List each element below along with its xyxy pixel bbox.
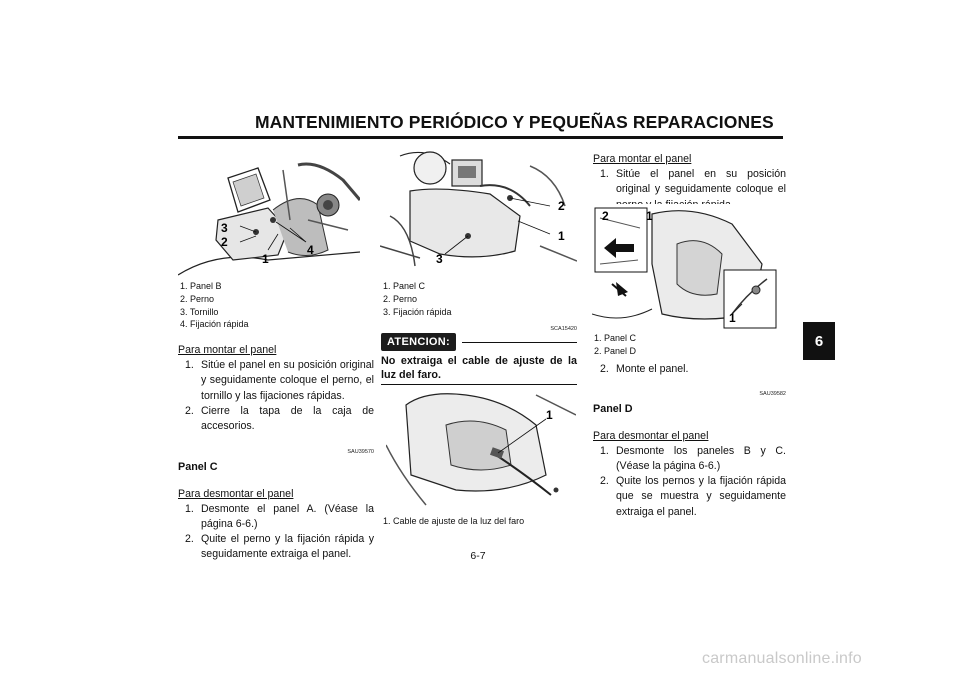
callout-1: 1	[262, 252, 269, 266]
caption: 2. Perno	[383, 293, 418, 304]
figure-headlight-cable: 1	[386, 385, 576, 513]
col1-text: Para montar el panel 1. Sitúe el panel e…	[178, 343, 374, 563]
callout-4: 4	[307, 243, 314, 257]
col2-captions: 1. Panel C 2. Perno 3. Fijación rápida	[383, 280, 563, 318]
caption: 1. Panel C	[594, 333, 637, 343]
list-item: 2. Monte el panel.	[600, 363, 689, 375]
remove-heading: Para desmontar el panel	[178, 487, 294, 500]
callout-3: 3	[221, 221, 228, 235]
figure-panel-b: 3 2 1 4	[178, 160, 360, 280]
caption: 3. Fijación rápida	[383, 306, 452, 317]
warning-label: ATENCION:	[381, 333, 456, 351]
list-item: 2. Cierre la tapa de la caja de accesori…	[185, 404, 374, 433]
col1-captions: 1. Panel B 2. Perno 3. Tornillo 4. Fijac…	[180, 280, 360, 331]
section-code: SCA15420	[550, 326, 577, 332]
title-rule	[178, 136, 783, 139]
list-item: 1. Sitúe el panel en su posición origina…	[185, 359, 374, 402]
section-code: SAU39582	[759, 391, 786, 398]
mount-heading: Para montar el panel	[178, 344, 277, 356]
page-number: 6-7	[470, 550, 486, 562]
col2-caption-2: 1. Cable de ajuste de la luz del faro	[383, 516, 525, 526]
callout-2: 2	[221, 235, 228, 249]
section-title-panel-c: Panel C	[178, 461, 218, 474]
callout-3: 3	[436, 252, 443, 266]
chapter-tab[interactable]: 6	[803, 322, 835, 360]
callout-1: 1	[558, 229, 565, 243]
mount-heading: Para montar el panel	[593, 153, 692, 165]
watermark-text[interactable]: carmanualsonline.info	[702, 650, 862, 667]
figure-panel-c: 2 1 3	[380, 146, 577, 280]
remove-heading: Para desmontar el panel	[593, 429, 709, 442]
col3-captions: 1. Panel C 2. Panel D	[594, 332, 784, 358]
warning-text: No extraiga el cable de ajuste de la luz…	[381, 355, 577, 381]
caption: 2. Panel D	[594, 345, 637, 356]
warning-rule-bottom	[381, 384, 577, 385]
caption: 1. Panel C	[383, 281, 426, 291]
callout-2: 2	[602, 209, 609, 223]
caption: 3. Tornillo	[180, 306, 219, 317]
warning-block: ATENCION: No extraiga el cable de ajuste…	[381, 333, 577, 385]
warning-rule	[462, 341, 577, 343]
caption: 4. Fijación rápida	[180, 319, 249, 330]
section-title-panel-d: Panel D	[593, 403, 633, 416]
col3-text: 2. Monte el panel. SAU39582 Panel D Para…	[593, 362, 786, 520]
callout-1: 1	[646, 209, 653, 223]
callout-1: 1	[546, 408, 553, 422]
callout-2: 2	[558, 199, 565, 213]
list-item: 1. Desmonte el panel A. (Véase la página…	[185, 502, 374, 531]
caption: 1. Panel B	[180, 281, 222, 291]
caption: 2. Perno	[180, 293, 215, 304]
list-item: 1. Desmonte los paneles B y C. (Véase la…	[600, 444, 786, 473]
page-title: MANTENIMIENTO PERIÓDICO Y PEQUEÑAS REPAR…	[255, 112, 774, 132]
list-item: 2. Quite el perno y la fijación rápida y…	[185, 533, 374, 561]
callout-1: 1	[729, 311, 736, 325]
figure-panel-d: 2 1 1	[592, 204, 784, 330]
section-code: SAU39570	[347, 449, 374, 456]
list-item: 2. Quite los pernos y la fijación rápida…	[600, 475, 786, 518]
